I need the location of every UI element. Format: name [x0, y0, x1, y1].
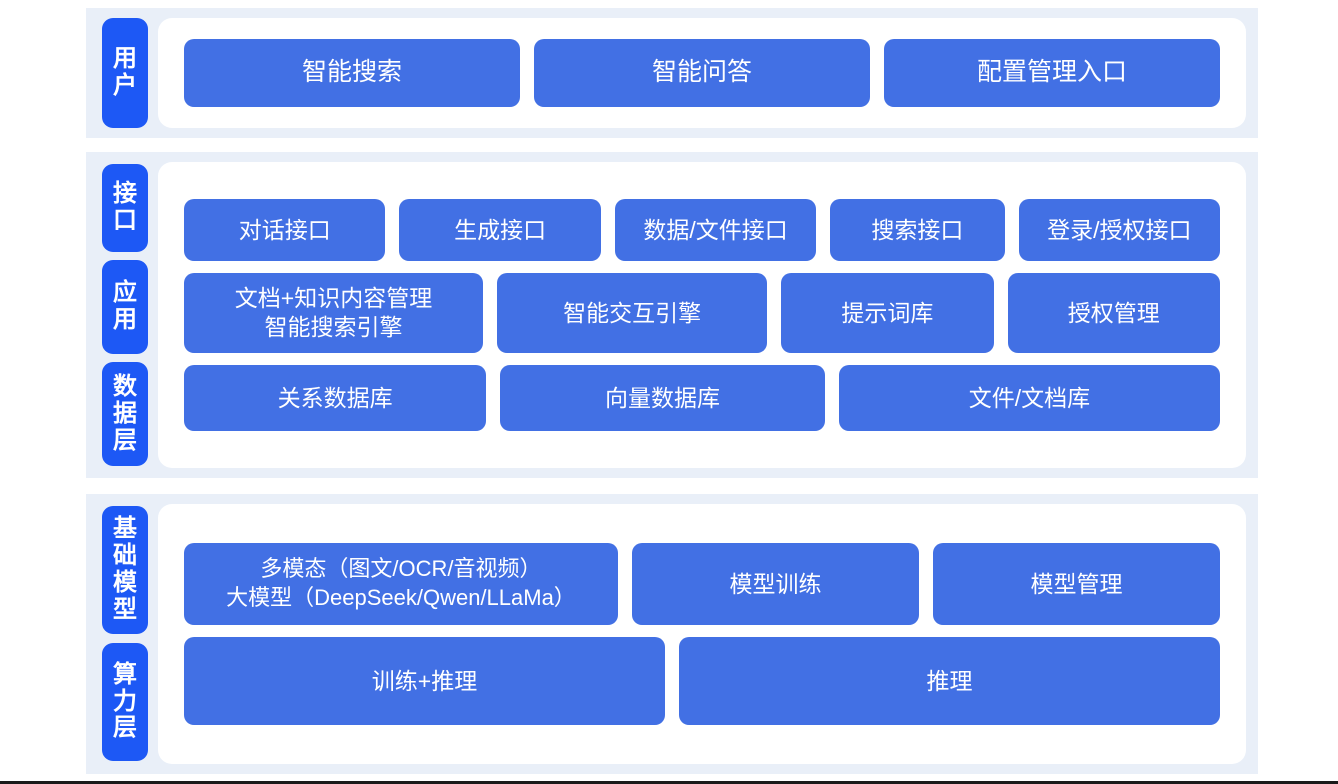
- layer-tab-interface-label: 接口: [113, 180, 137, 235]
- box-generate-api[interactable]: 生成接口: [399, 199, 601, 261]
- layer-tab-data-label: 数据层: [113, 372, 137, 454]
- layer-tab-data: 数据层: [102, 362, 148, 466]
- row-compute-power: 训练+推理 推理: [184, 637, 1220, 725]
- box-smart-qa[interactable]: 智能问答: [534, 39, 870, 107]
- box-model-management[interactable]: 模型管理: [932, 543, 1221, 625]
- box-file-document-store[interactable]: 文件/文档库: [838, 365, 1220, 431]
- box-authorization-management[interactable]: 授权管理: [1007, 273, 1220, 353]
- layer-tab-application-label: 应用: [113, 279, 137, 334]
- layer-tab-compute-power-label: 算力层: [113, 660, 137, 742]
- box-dialog-api[interactable]: 对话接口: [184, 199, 386, 261]
- box-doc-knowledge-mgmt-search-engine[interactable]: 文档+知识内容管理 智能搜索引擎: [184, 273, 484, 353]
- row-base-model: 多模态（图文/OCR/音视频） 大模型（DeepSeek/Qwen/LLaMa）…: [184, 543, 1221, 625]
- row-data-layer: 关系数据库 向量数据库 文件/文档库: [184, 365, 1220, 431]
- box-multimodal-llm[interactable]: 多模态（图文/OCR/音视频） 大模型（DeepSeek/Qwen/LLaMa）: [184, 543, 618, 625]
- row-application: 文档+知识内容管理 智能搜索引擎 智能交互引擎 提示词库 授权管理: [184, 273, 1220, 353]
- layer-tab-compute-power: 算力层: [102, 643, 148, 761]
- layer-tab-user: 用户: [102, 18, 148, 128]
- section-infrastructure: 基础模型 算力层 多模态（图文/OCR/音视频） 大模型（DeepSeek/Qw…: [86, 494, 1258, 774]
- row-user-entries: 智能搜索 智能问答 配置管理入口: [184, 39, 1220, 107]
- box-model-training[interactable]: 模型训练: [631, 543, 919, 625]
- box-smart-search[interactable]: 智能搜索: [184, 39, 520, 107]
- box-search-api[interactable]: 搜索接口: [830, 199, 1005, 261]
- box-smart-interaction-engine[interactable]: 智能交互引擎: [497, 273, 768, 353]
- card-user: 智能搜索 智能问答 配置管理入口: [158, 18, 1246, 128]
- box-prompt-library[interactable]: 提示词库: [781, 273, 994, 353]
- section-platform: 接口 应用 数据层 对话接口 生成接口 数据/文件接口 搜索接口 登录/授权接口…: [86, 152, 1258, 478]
- box-relational-database[interactable]: 关系数据库: [184, 365, 487, 431]
- box-data-file-api[interactable]: 数据/文件接口: [614, 199, 817, 261]
- label-column-infrastructure: 基础模型 算力层: [86, 494, 148, 774]
- row-interface: 对话接口 生成接口 数据/文件接口 搜索接口 登录/授权接口: [184, 199, 1220, 261]
- box-inference[interactable]: 推理: [679, 637, 1220, 725]
- card-infrastructure: 多模态（图文/OCR/音视频） 大模型（DeepSeek/Qwen/LLaMa）…: [158, 504, 1246, 764]
- box-config-management-entry[interactable]: 配置管理入口: [884, 39, 1220, 107]
- label-column-platform: 接口 应用 数据层: [86, 152, 148, 478]
- layer-tab-user-label: 用户: [113, 45, 137, 99]
- box-login-auth-api[interactable]: 登录/授权接口: [1018, 199, 1220, 261]
- label-column-user: 用户: [86, 8, 148, 138]
- layer-tab-application: 应用: [102, 260, 148, 355]
- box-training-and-inference[interactable]: 训练+推理: [184, 637, 666, 725]
- box-vector-database[interactable]: 向量数据库: [500, 365, 825, 431]
- section-user: 用户 智能搜索 智能问答 配置管理入口: [86, 8, 1258, 138]
- layer-tab-base-model: 基础模型: [102, 506, 148, 634]
- layer-tab-interface: 接口: [102, 164, 148, 253]
- card-platform: 对话接口 生成接口 数据/文件接口 搜索接口 登录/授权接口 文档+知识内容管理…: [158, 162, 1246, 468]
- layer-tab-base-model-label: 基础模型: [113, 515, 137, 623]
